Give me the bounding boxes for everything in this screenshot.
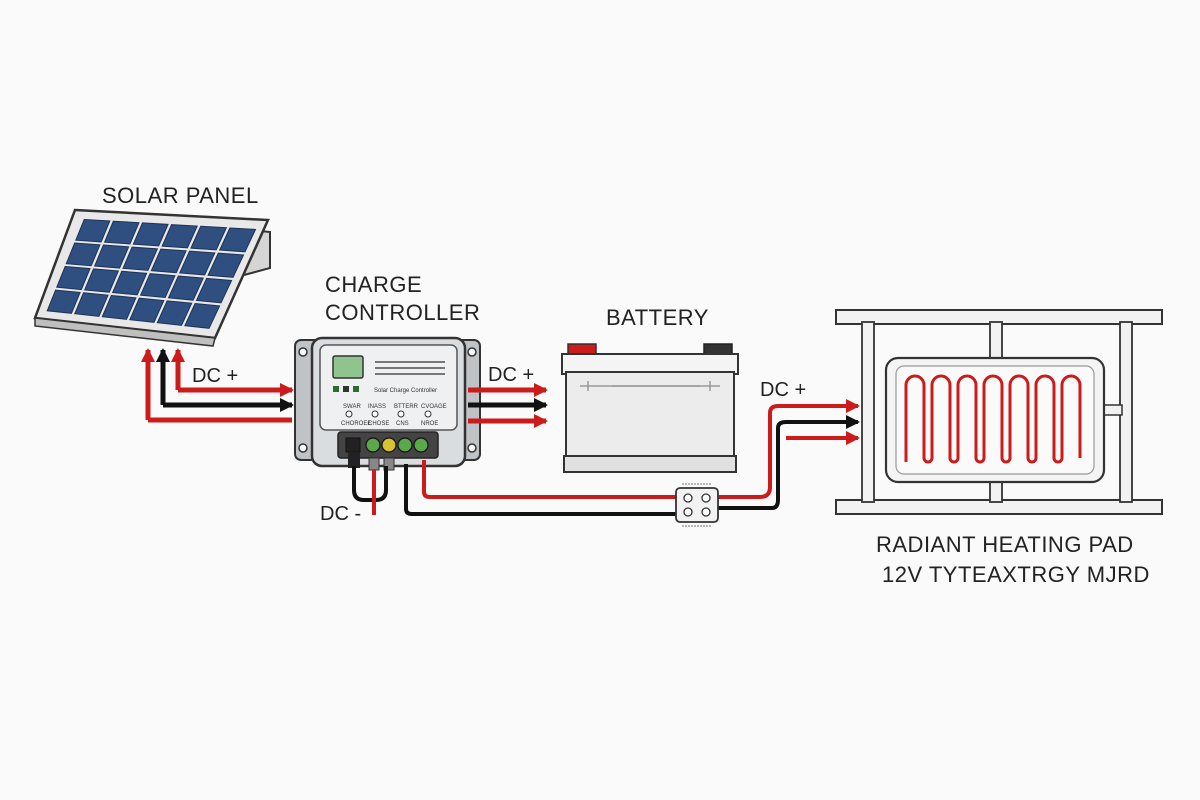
controller-to-battery-wires — [468, 383, 548, 428]
charge-controller-label-line1: CHARGE — [325, 272, 422, 297]
indicator-sublabel: CNS — [396, 421, 409, 427]
solar-cell — [167, 275, 205, 301]
terminal-screw — [365, 437, 381, 453]
charge-controller-icon: Solar Charge Controller SWAR INASS BTTER… — [294, 336, 481, 471]
dc-plus-load-label: DC + — [760, 379, 806, 401]
indicator-label: INASS — [368, 404, 386, 410]
solar-cell-grid — [46, 218, 257, 329]
heating-pad-label-line1: RADIANT HEATING PAD — [876, 532, 1134, 557]
dc-plus-solar-label: DC + — [192, 365, 238, 387]
indicator-led — [345, 410, 353, 418]
solar-panel-icon — [33, 208, 271, 347]
indicator-led — [371, 410, 379, 418]
fuse-block-icon — [675, 483, 719, 527]
controller-button — [333, 386, 339, 392]
solar-cell — [190, 225, 228, 251]
solar-cell — [150, 248, 187, 274]
battery-icon — [561, 343, 739, 473]
solar-cell — [129, 297, 165, 323]
heating-pad-icon — [835, 309, 1163, 515]
solar-cell — [207, 252, 245, 278]
indicator-label: SWAR — [343, 404, 361, 410]
battery-label: BATTERY — [606, 305, 709, 330]
solar-cell — [46, 289, 81, 314]
solar-cell — [156, 300, 193, 326]
solar-cell — [132, 222, 169, 247]
solar-cell — [161, 224, 199, 249]
solar-cell — [139, 273, 176, 299]
solar-cell — [83, 268, 120, 293]
indicator-sublabel: NROE — [421, 421, 438, 427]
terminal-screw — [397, 437, 413, 453]
controller-screen — [332, 355, 364, 379]
charge-controller-label-line2: CONTROLLER — [325, 300, 480, 325]
load-wires — [404, 399, 860, 516]
solar-cell — [178, 250, 216, 276]
indicator-led — [424, 410, 432, 418]
indicator-sublabel: CHOSE — [368, 421, 389, 427]
controller-face-label: Solar Charge Controller — [374, 388, 437, 394]
terminal-screw — [381, 437, 397, 453]
solar-cell — [111, 270, 148, 296]
solar-cell — [75, 218, 111, 243]
heating-element — [904, 374, 1082, 464]
indicator-sublabel: CHOROEE — [341, 421, 371, 427]
solar-cell — [122, 246, 159, 271]
indicator-label: BTTERR — [394, 404, 419, 410]
solar-wires — [141, 348, 294, 423]
dc-minus-label: DC - — [320, 503, 361, 525]
dc-plus-controller-label: DC + — [488, 364, 534, 386]
solar-cell — [93, 244, 130, 269]
solar-cell — [184, 302, 221, 329]
solar-cell — [65, 242, 101, 267]
solar-cell — [56, 266, 91, 291]
indicator-led — [397, 410, 405, 418]
solar-cell — [101, 294, 137, 320]
solar-cell — [195, 277, 233, 304]
terminal-screw — [413, 437, 429, 453]
solar-cell — [103, 220, 140, 245]
dc-minus-wire — [352, 466, 388, 515]
indicator-label: CVOAGE — [421, 404, 447, 410]
solar-cell — [74, 292, 109, 317]
heating-pad-label-line2: 12V TYTEAXTRGY MJRD — [882, 562, 1150, 587]
solar-panel-label: SOLAR PANEL — [102, 183, 259, 208]
solar-cell — [218, 227, 257, 253]
